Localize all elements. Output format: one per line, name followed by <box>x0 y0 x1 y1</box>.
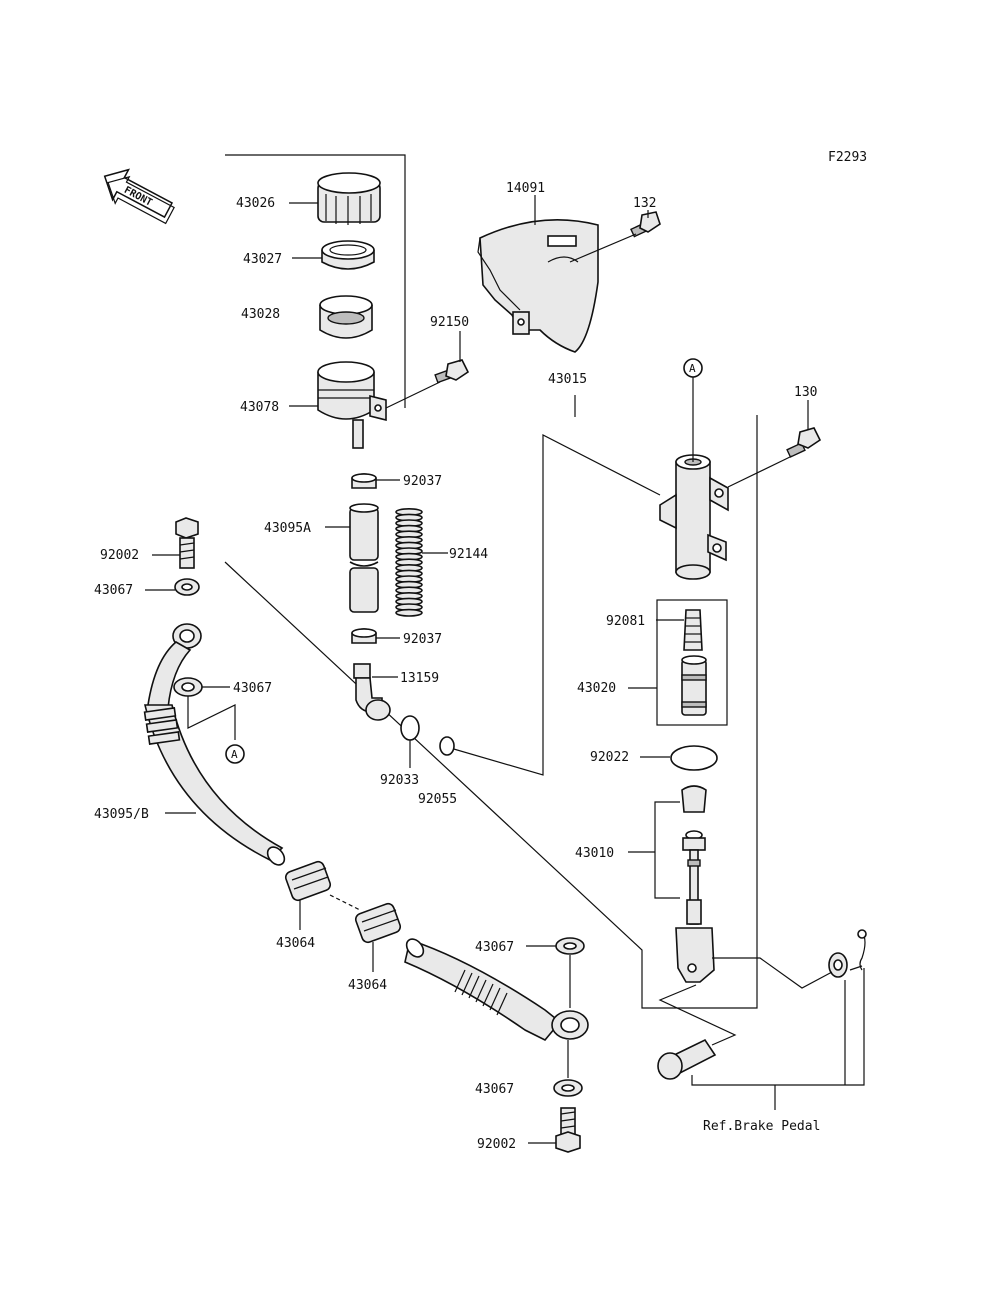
push-rod-part <box>675 785 715 983</box>
part-43095a-label: 43095A <box>264 521 311 536</box>
bolt-132-part <box>630 211 661 238</box>
banjo-bolt-bottom-part <box>555 1107 581 1153</box>
marker-a-bottom: A <box>225 744 245 764</box>
cover-part <box>477 218 599 353</box>
reservoir-cap-part <box>317 172 381 225</box>
washer-43067-c-part <box>555 937 585 955</box>
ref-brake-pedal-label: Ref.Brake Pedal <box>703 1119 820 1134</box>
spring-92081-part <box>683 609 703 651</box>
piston-part <box>681 655 707 716</box>
bolt-92150-part <box>434 359 470 384</box>
part-43064-b-label: 43064 <box>348 978 387 993</box>
reservoir-hose-part <box>349 503 379 613</box>
clamp-92037-top-part <box>351 473 377 489</box>
reservoir-group-bracket <box>225 154 406 408</box>
part-92002-bottom-label: 92002 <box>477 1137 516 1152</box>
master-cylinder-part <box>659 454 729 580</box>
part-43026-label: 43026 <box>236 196 275 211</box>
grommet-43064-b-part <box>354 902 402 944</box>
part-132-label: 132 <box>633 196 656 211</box>
brake-pedal-bracket <box>691 968 865 1086</box>
part-43095b-label: 43095/B <box>94 807 149 822</box>
part-43078-label: 43078 <box>240 400 279 415</box>
cylinder-bracket-line <box>224 415 758 1009</box>
piston-kit-box <box>656 599 728 726</box>
washer-43067-b-part <box>173 677 203 697</box>
pedal-washer-part <box>828 952 848 978</box>
clevis-pin-part <box>657 1038 717 1080</box>
part-92037-top-label: 92037 <box>403 474 442 489</box>
part-92022-label: 92022 <box>590 750 629 765</box>
svg-text:A: A <box>231 748 238 761</box>
bolt-130-part <box>786 427 822 458</box>
clevis-leader-line <box>658 984 737 1046</box>
reservoir-plate-part <box>321 240 375 270</box>
circlip-92033-part <box>400 715 420 741</box>
part-14091-label: 14091 <box>506 181 545 196</box>
part-13159-label: 13159 <box>400 671 439 686</box>
fitting-13159-part <box>353 663 391 721</box>
grommet-43064-a-part <box>284 860 332 902</box>
svg-text:A: A <box>689 362 696 375</box>
banjo-bolt-top-part <box>175 517 199 569</box>
circlip-92022-part <box>670 745 718 771</box>
diaphragm-part <box>319 295 373 339</box>
reservoir-part <box>317 361 387 449</box>
part-43010-label: 43010 <box>575 846 614 861</box>
part-43067-d-label: 43067 <box>475 1082 514 1097</box>
front-arrow-icon: FRONT <box>103 168 175 225</box>
part-92081-label: 92081 <box>606 614 645 629</box>
part-130-label: 130 <box>794 385 817 400</box>
part-43020-label: 43020 <box>577 681 616 696</box>
o-ring-92055-part <box>439 736 455 756</box>
part-43028-label: 43028 <box>241 307 280 322</box>
spring-92144-part <box>395 507 423 617</box>
pushrod-bracket <box>654 801 680 899</box>
figure-code: F2293 <box>828 150 867 165</box>
part-43067-a-label: 43067 <box>94 583 133 598</box>
part-43067-c-label: 43067 <box>475 940 514 955</box>
marker-a-leader <box>187 696 236 740</box>
part-43064-a-label: 43064 <box>276 936 315 951</box>
part-92002-top-label: 92002 <box>100 548 139 563</box>
part-43067-b-label: 43067 <box>233 681 272 696</box>
washer-43067-d-part <box>553 1079 583 1097</box>
washer-leader-line <box>712 957 833 989</box>
brake-hose-part <box>143 623 589 1041</box>
cylinder-leader-line <box>439 434 661 776</box>
part-92055-label: 92055 <box>418 792 457 807</box>
part-92037-bottom-label: 92037 <box>403 632 442 647</box>
cotter-pin-part <box>857 929 867 971</box>
part-92144-label: 92144 <box>449 547 488 562</box>
washer-43067-a-part <box>174 578 200 596</box>
part-43027-label: 43027 <box>243 252 282 267</box>
part-92150-label: 92150 <box>430 315 469 330</box>
marker-a-top: A <box>683 358 703 378</box>
part-92033-label: 92033 <box>380 773 419 788</box>
clamp-92037-bottom-part <box>351 628 377 644</box>
part-43015-label: 43015 <box>548 372 587 387</box>
